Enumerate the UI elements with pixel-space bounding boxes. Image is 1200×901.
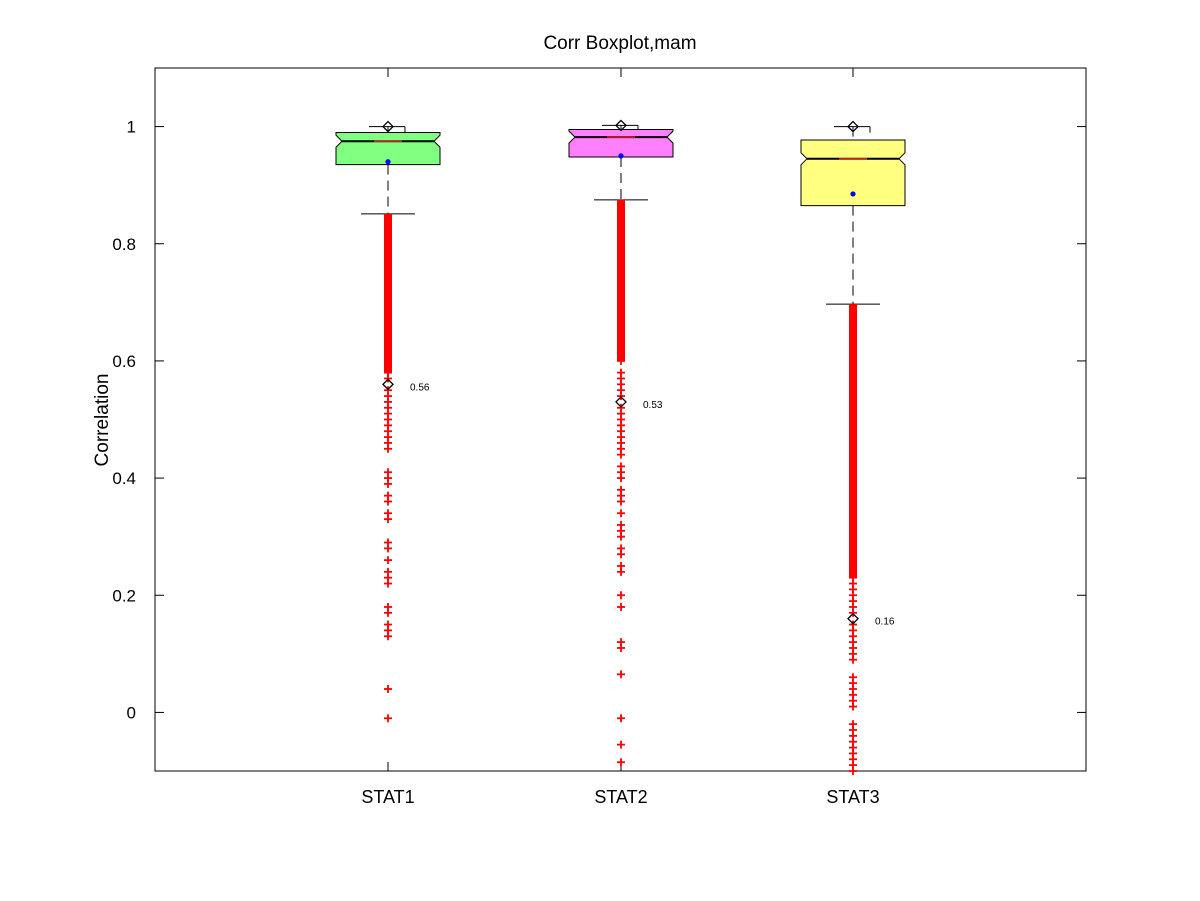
max-marker [382, 120, 394, 133]
y-tick-label: 0.2 [112, 586, 136, 605]
box-series: 0.56 0.53 0.16 [335, 119, 906, 775]
iqr-box [568, 129, 674, 158]
box-stat2: 0.53 [568, 119, 674, 767]
annotated-value-label: 0.16 [875, 617, 895, 628]
chart-title: Corr Boxplot,mam [543, 33, 696, 54]
y-axis-ticks: 0 0.2 0.4 0.6 0.8 1 [112, 118, 1086, 722]
annotated-marker [615, 396, 627, 408]
annotated-marker [847, 612, 859, 625]
max-marker [847, 120, 859, 133]
x-tick-label: STAT1 [361, 787, 414, 807]
y-axis-label: Correlation [92, 374, 113, 467]
annotated-value-label: 0.56 [410, 382, 430, 393]
annotated-marker [382, 378, 394, 391]
x-tick-label: STAT3 [826, 787, 879, 807]
iqr-box [800, 139, 906, 207]
x-axis-ticks: STAT1 STAT2 STAT3 [361, 68, 880, 807]
y-tick-label: 0.4 [112, 469, 136, 488]
max-marker [615, 119, 627, 132]
annotated-value-label: 0.53 [643, 400, 663, 411]
y-tick-label: 0 [127, 703, 136, 722]
box-stat3: 0.16 [800, 120, 906, 775]
y-tick-label: 0.8 [112, 235, 136, 254]
y-tick-label: 0.6 [112, 352, 136, 371]
mean-marker [385, 159, 391, 165]
mean-marker [618, 153, 624, 159]
box-stat1: 0.56 [335, 120, 441, 723]
mean-marker [850, 191, 856, 197]
y-tick-label: 1 [127, 118, 136, 137]
x-tick-label: STAT2 [594, 787, 647, 807]
